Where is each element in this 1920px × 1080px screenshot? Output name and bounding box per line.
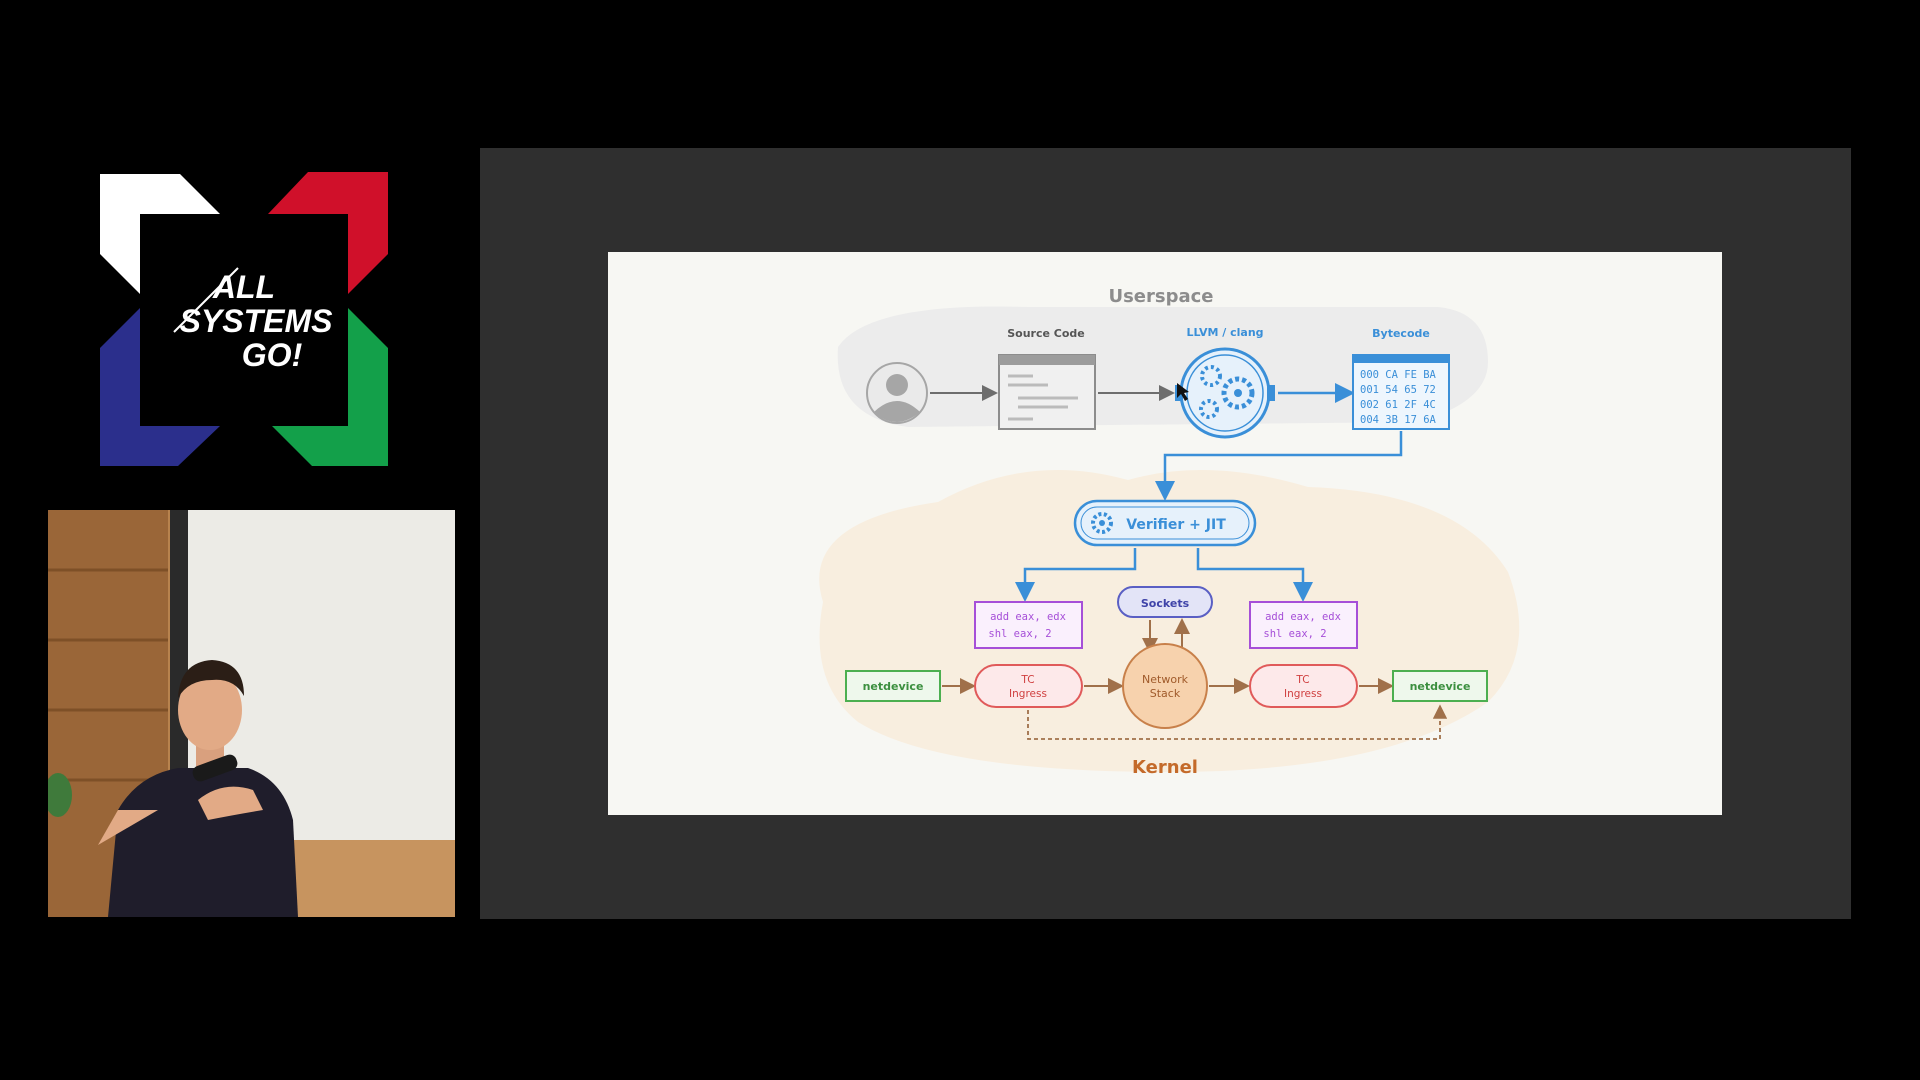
- tc-label: TC: [1020, 674, 1034, 686]
- event-logo: ALL SYSTEMS GO!: [96, 170, 396, 470]
- tc-label: TC: [1295, 674, 1309, 686]
- source-code-label: Source Code: [1007, 327, 1085, 340]
- netdevice-right-label: netdevice: [1410, 680, 1471, 693]
- logo-blue-bracket: [100, 308, 220, 466]
- bytecode-label: Bytecode: [1372, 327, 1430, 340]
- asm-line: shl eax, 2: [988, 628, 1051, 640]
- verifier-jit-label: Verifier + JIT: [1126, 517, 1226, 533]
- bytecode-line: 002 61 2F 4C: [1360, 399, 1436, 411]
- network-stack-node: Network Stack: [1122, 643, 1208, 729]
- bytecode-window: 000 CA FE BA 001 54 65 72 002 61 2F 4C 0…: [1352, 354, 1450, 430]
- tc-label: Ingress: [1009, 688, 1047, 700]
- network-stack-label: Network: [1142, 673, 1189, 686]
- logo-text-all: ALL: [212, 269, 275, 305]
- source-code-window: [998, 354, 1096, 430]
- tc-ingress-right: TC Ingress: [1249, 664, 1358, 708]
- netdevice-right-box: netdevice: [1392, 670, 1488, 702]
- logo-red-bracket: [268, 172, 388, 294]
- asm-line: shl eax, 2: [1263, 628, 1326, 640]
- asm-box-right: add eax, edx shl eax, 2: [1249, 601, 1358, 649]
- user-icon: [866, 362, 928, 424]
- slide-frame: Userspace Source Code LLVM / cla: [480, 148, 1851, 919]
- logo-green-bracket: [272, 308, 388, 466]
- userspace-title: Userspace: [1108, 286, 1213, 307]
- slide: Userspace Source Code LLVM / cla: [608, 252, 1722, 815]
- tc-ingress-left: TC Ingress: [974, 664, 1083, 708]
- bypass-path: [1027, 704, 1448, 740]
- verifier-jit-box: Verifier + JIT: [1073, 499, 1257, 547]
- asm-box-left: add eax, edx shl eax, 2: [974, 601, 1083, 649]
- cursor-icon: [1177, 383, 1189, 401]
- kernel-title: Kernel: [1132, 757, 1198, 778]
- netdevice-left-box: netdevice: [845, 670, 941, 702]
- logo-white-bracket: [100, 174, 220, 294]
- llvm-label: LLVM / clang: [1186, 326, 1263, 339]
- netdevice-left-label: netdevice: [863, 680, 924, 693]
- logo-text-go: GO!: [242, 337, 303, 373]
- logo-text-systems: SYSTEMS: [180, 303, 334, 339]
- bytecode-line: 000 CA FE BA: [1360, 369, 1437, 381]
- tc-label: Ingress: [1284, 688, 1322, 700]
- bytecode-line: 004 3B 17 6A: [1360, 414, 1437, 426]
- speaker-video: [48, 510, 455, 917]
- asm-line: add eax, edx: [1265, 611, 1341, 623]
- sockets-label: Sockets: [1141, 597, 1190, 610]
- speaker-head: [178, 670, 242, 750]
- bytecode-line: 001 54 65 72: [1360, 384, 1436, 396]
- network-stack-label: Stack: [1150, 687, 1181, 700]
- presenter-remote: [192, 754, 238, 782]
- sockets-box: Sockets: [1117, 586, 1213, 618]
- logo-slash: [173, 267, 239, 333]
- asm-line: add eax, edx: [990, 611, 1066, 623]
